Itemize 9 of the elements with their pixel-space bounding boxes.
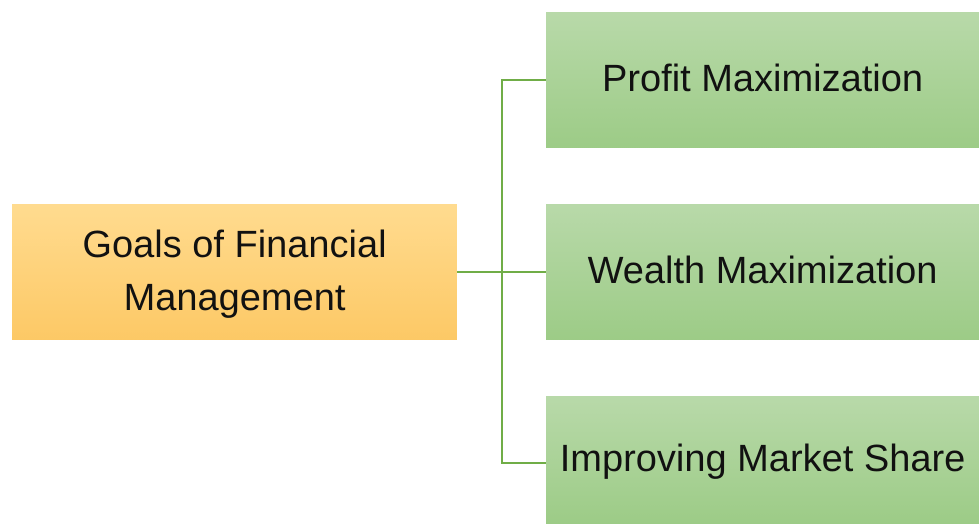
- box-label: Improving Market Share: [560, 437, 966, 482]
- goal-box: [546, 12, 979, 148]
- root-box: [12, 204, 457, 340]
- box-label: Wealth Maximization: [588, 249, 938, 294]
- goal-box: [546, 204, 979, 340]
- connector-line: [457, 271, 546, 464]
- box-label: Goals of Financial Management: [81, 222, 388, 321]
- box-label: Profit Maximization: [602, 57, 923, 102]
- goal-box: [546, 396, 979, 524]
